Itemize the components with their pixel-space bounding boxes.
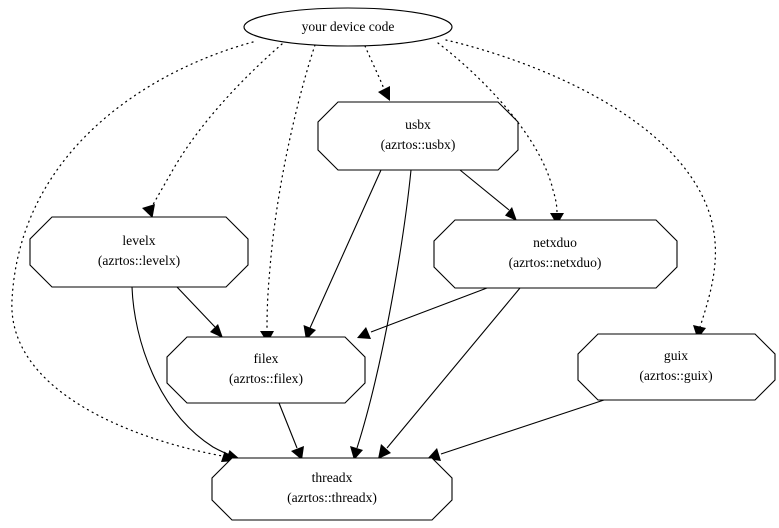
- node-threadx[interactable]: threadx (azrtos::threadx): [211, 457, 453, 521]
- edge-netxduo-to-threadx: [378, 287, 521, 459]
- edge-guix-to-threadx: [427, 399, 605, 461]
- arrowhead: [350, 446, 363, 460]
- edge-usbx-to-netxduo: [459, 169, 517, 221]
- node-your-device-code[interactable]: your device code: [243, 7, 453, 47]
- edge-layer: [11, 39, 716, 462]
- edge-usbx-to-filex: [303, 169, 382, 340]
- node-usbx[interactable]: usbx (azrtos::usbx): [317, 101, 519, 171]
- node-label-line1: threadx: [312, 470, 353, 485]
- arrowhead: [210, 324, 223, 338]
- arrowhead: [291, 446, 304, 460]
- node-levelx[interactable]: levelx (azrtos::levelx): [29, 216, 249, 288]
- node-filex[interactable]: filex (azrtos::filex): [166, 336, 366, 404]
- node-layer: your device code usbx (azrtos::usbx) lev…: [29, 7, 776, 521]
- edge-device-to-netxduo: [437, 42, 564, 225]
- edge-device-to-usbx: [364, 45, 390, 101]
- node-label-line2: (azrtos::netxduo): [509, 255, 602, 271]
- node-label-line1: guix: [664, 348, 688, 363]
- octagon-shape: [433, 219, 678, 289]
- arrowhead: [378, 86, 390, 101]
- arrowhead: [550, 213, 564, 225]
- edge-usbx-to-threadx: [350, 169, 412, 460]
- node-label-line1: usbx: [405, 117, 431, 132]
- node-label-line1: levelx: [122, 233, 155, 248]
- octagon-shape: [29, 216, 249, 288]
- node-label-line2: (azrtos::threadx): [287, 490, 377, 506]
- edge-device-to-levelx: [142, 43, 283, 218]
- node-label-line2: (azrtos::guix): [639, 368, 712, 384]
- node-label-line2: (azrtos::usbx): [381, 137, 456, 153]
- node-label-line1: filex: [254, 351, 279, 366]
- arrowhead: [378, 444, 391, 459]
- edge-filex-to-threadx: [278, 402, 304, 460]
- node-label-line1: netxduo: [533, 235, 577, 250]
- arrowhead: [505, 207, 517, 221]
- octagon-shape: [211, 457, 453, 521]
- octagon-shape: [317, 101, 519, 171]
- arrowhead: [357, 327, 371, 339]
- node-netxduo[interactable]: netxduo (azrtos::netxduo): [433, 219, 678, 289]
- edge-levelx-to-filex: [176, 286, 223, 338]
- node-label-line1: your device code: [302, 19, 395, 34]
- arrowhead: [303, 325, 316, 340]
- ellipse-shape: [243, 7, 453, 47]
- octagon-shape: [166, 336, 366, 404]
- node-label-line2: (azrtos::levelx): [98, 253, 180, 269]
- edge-device-to-guix: [445, 39, 716, 339]
- node-label-line2: (azrtos::filex): [229, 371, 303, 387]
- arrowhead: [142, 204, 155, 218]
- node-guix[interactable]: guix (azrtos::guix): [577, 333, 776, 401]
- edge-device-to-filex: [260, 44, 316, 343]
- octagon-shape: [577, 333, 776, 401]
- edge-netxduo-to-filex: [357, 287, 488, 339]
- arrowhead: [693, 325, 706, 339]
